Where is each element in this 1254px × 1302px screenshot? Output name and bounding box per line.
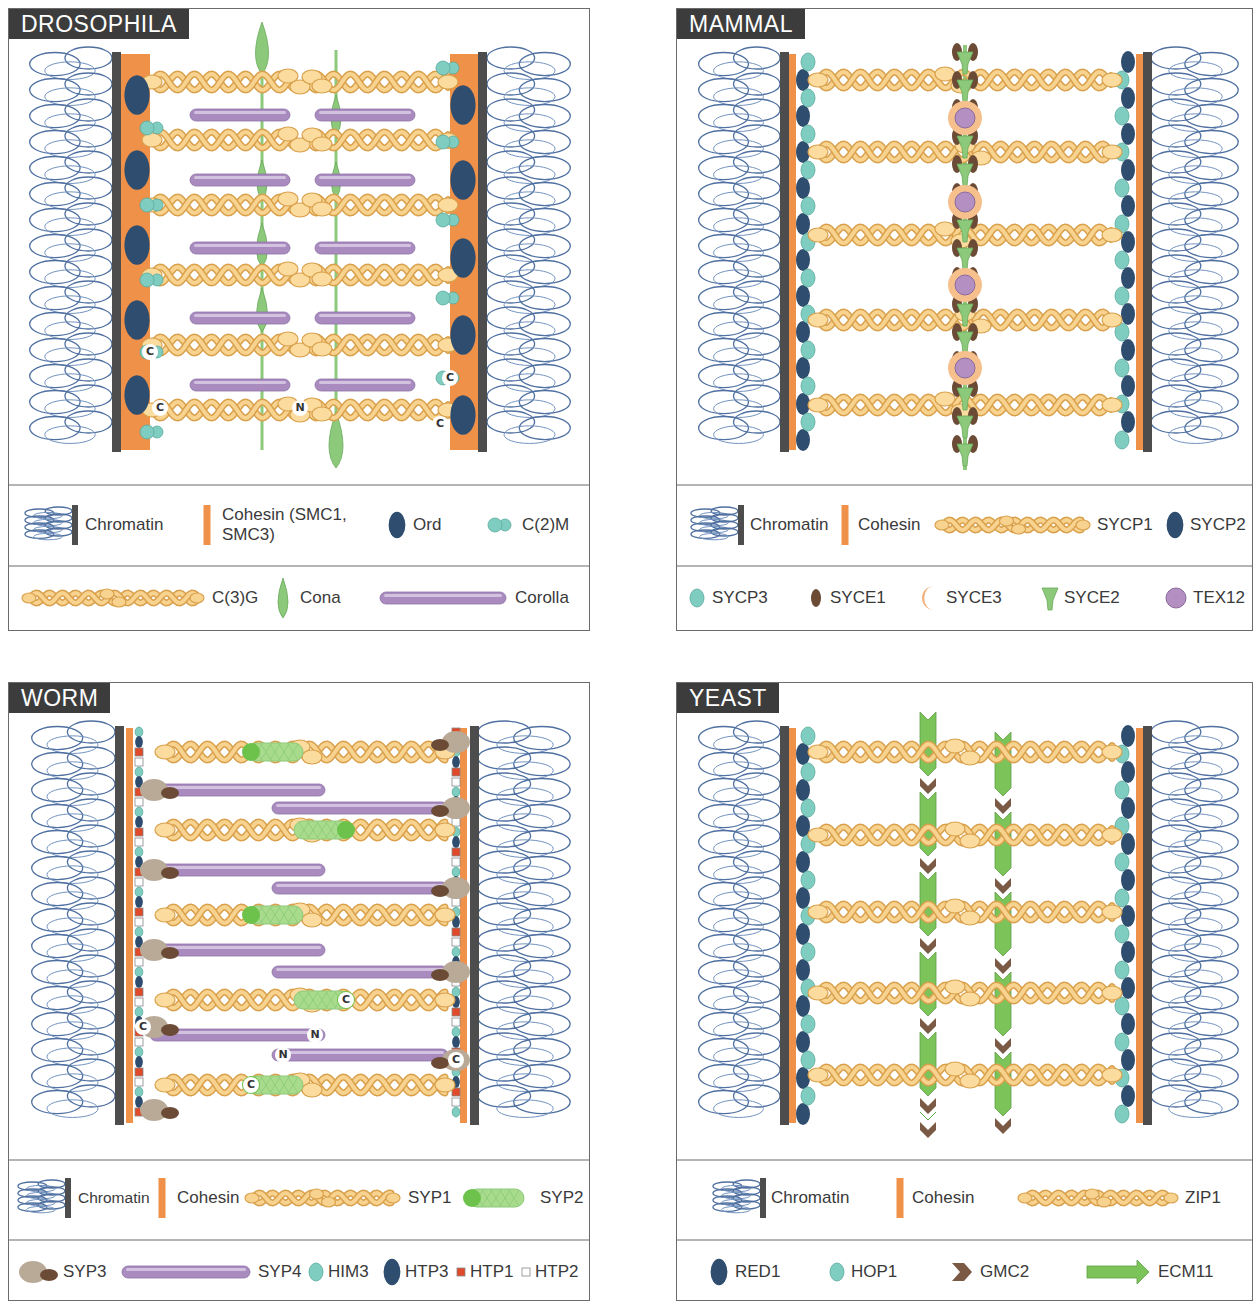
legend-label: Chromatin — [85, 515, 163, 535]
legend-label: SYP2 — [540, 1188, 583, 1208]
legend-swatch — [15, 1176, 73, 1220]
legend-swatch — [22, 503, 80, 547]
terminus-label: N — [292, 400, 308, 416]
species-panel: DROSOPHILA — [8, 8, 590, 631]
terminus-label: C — [442, 370, 458, 386]
legend-swatch — [950, 1250, 974, 1294]
legend-label: GMC2 — [980, 1262, 1029, 1282]
legend-label: SYCP2 — [1190, 515, 1246, 535]
legend-label: SYCE3 — [946, 588, 1002, 608]
legend-swatch — [458, 1176, 534, 1220]
legend-label: SYP3 — [63, 1262, 106, 1282]
legend-swatch — [388, 503, 406, 547]
legend-label: Chromatin — [771, 1188, 849, 1208]
terminus-label: C — [142, 344, 158, 360]
legend-swatch — [935, 503, 1090, 547]
legend-label: Cohesin — [912, 1188, 974, 1208]
legend-swatch — [1164, 576, 1188, 620]
legend-label: Cohesin — [177, 1188, 239, 1208]
legend-swatch — [120, 1250, 252, 1294]
legend-label: HTP2 — [535, 1262, 578, 1282]
legend-swatch — [455, 1250, 467, 1294]
legend-label: SYCE2 — [1064, 588, 1120, 608]
worm-illustration — [32, 721, 570, 1125]
terminus-label: C — [152, 400, 168, 416]
legend-label: Cohesin — [858, 515, 920, 535]
legend-swatch — [384, 1250, 400, 1294]
legend-swatch — [1040, 576, 1060, 620]
legend-swatch — [688, 576, 706, 620]
legend-label: Cona — [300, 588, 341, 608]
legend-swatch — [520, 1250, 532, 1294]
legend-swatch — [710, 1250, 728, 1294]
legend-swatch — [308, 1250, 324, 1294]
species-panel: WORM — [8, 682, 590, 1301]
legend-label: HIM3 — [328, 1262, 369, 1282]
legend-swatch — [1166, 503, 1184, 547]
terminus-label: C — [432, 416, 448, 432]
legend-label: Ord — [413, 515, 441, 535]
panel-title: DROSOPHILA — [9, 9, 189, 39]
species-panel: MAMMAL — [676, 8, 1253, 631]
legend-label: HTP3 — [405, 1262, 448, 1282]
terminus-label: C — [448, 1052, 464, 1068]
legend-swatch — [688, 503, 746, 547]
legend-swatch — [14, 1250, 60, 1294]
legend-swatch — [808, 576, 824, 620]
legend-swatch — [22, 576, 204, 620]
legend-label: C(2)M — [522, 515, 569, 535]
panel-title: MAMMAL — [677, 9, 805, 39]
legend-label: C(3)G — [212, 588, 258, 608]
legend-swatch — [1085, 1250, 1151, 1294]
terminus-label: N — [307, 1027, 323, 1043]
legend-label: TEX12 — [1193, 588, 1245, 608]
yeast-illustration — [699, 712, 1239, 1138]
legend-label: Corolla — [515, 588, 569, 608]
legend-label: SYCP1 — [1097, 515, 1153, 535]
legend-swatch — [838, 503, 852, 547]
legend-swatch — [245, 1176, 400, 1220]
legend-label: Chromatin — [750, 515, 828, 535]
terminus-label: C — [243, 1077, 259, 1093]
legend-swatch — [484, 503, 516, 547]
mammal-illustration — [699, 43, 1239, 470]
legend-label: ECM11 — [1158, 1262, 1213, 1282]
legend-label: SYCE1 — [830, 588, 886, 608]
legend-swatch — [378, 576, 508, 620]
legend-swatch — [893, 1176, 907, 1220]
drosophila-illustration — [30, 22, 571, 468]
legend-swatch — [1018, 1176, 1178, 1220]
legend-label: RED1 — [735, 1262, 780, 1282]
legend-swatch — [200, 503, 214, 547]
legend-label: SYCP3 — [712, 588, 768, 608]
legend-label: HTP1 — [470, 1262, 513, 1282]
panel-title: YEAST — [677, 683, 779, 713]
legend-label: ZIP1 — [1185, 1188, 1221, 1208]
legend-label: Cohesin (SMC1, SMC3) — [222, 505, 354, 545]
terminus-label: C — [135, 1019, 151, 1035]
legend-label: SYP1 — [408, 1188, 451, 1208]
terminus-label: C — [338, 992, 354, 1008]
separators — [8, 485, 1253, 1240]
species-panel: YEAST — [676, 682, 1253, 1301]
legend-swatch — [274, 576, 292, 620]
terminus-label: N — [275, 1047, 291, 1063]
legend-swatch — [922, 576, 942, 620]
legend-label: Chromatin — [78, 1188, 150, 1208]
panel-title: WORM — [9, 683, 110, 713]
legend-swatch — [155, 1176, 169, 1220]
legend-label: SYP4 — [258, 1262, 301, 1282]
legend-label: HOP1 — [851, 1262, 897, 1282]
legend-swatch — [828, 1250, 846, 1294]
legend-swatch — [710, 1176, 768, 1220]
